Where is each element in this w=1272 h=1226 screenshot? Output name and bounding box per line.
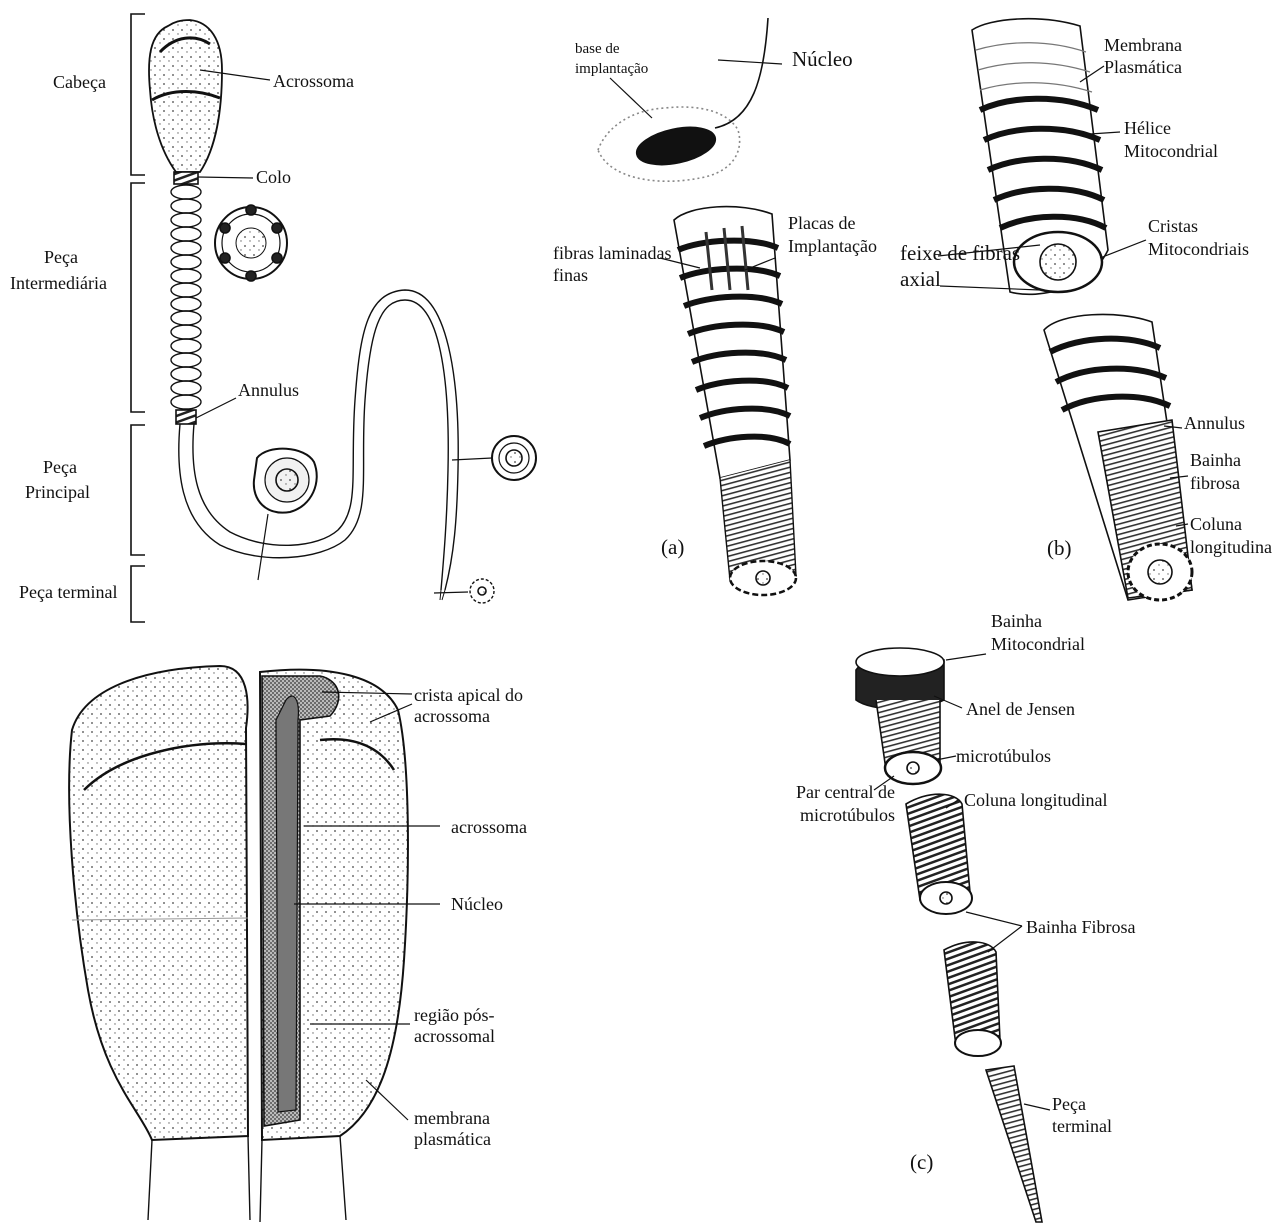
panel-c-mito-label-2: Mitocondrial <box>991 633 1085 655</box>
annulus-label: Annulus <box>238 379 299 401</box>
panel-b-cristae-label-1: Cristas <box>1148 215 1198 237</box>
head-post-label-1: região pós- <box>414 1004 494 1026</box>
region-principal-label-1: Peça <box>40 456 80 478</box>
panel-c-column-label: Coluna longitudinal <box>964 789 1108 811</box>
panel-a-base-label-1: base de <box>575 40 620 59</box>
panel-c-terminal-label-2: terminal <box>1052 1115 1112 1137</box>
acrosome-label: Acrossoma <box>273 70 354 92</box>
neck-label: Colo <box>256 166 291 188</box>
panel-b-drawing <box>938 19 1192 600</box>
panel-c-microtubules-label: microtúbulos <box>956 745 1051 767</box>
region-principal-label-2: Principal <box>25 481 90 503</box>
panel-b-column-label-1: Coluna <box>1190 513 1242 535</box>
region-midpiece-label-2: Intermediária <box>10 272 107 294</box>
panel-c-jensen-label: Anel de Jensen <box>966 698 1075 720</box>
region-midpiece-label-1: Peça <box>41 246 81 268</box>
head-crest-label-2: acrossoma <box>414 705 490 727</box>
panel-b-sheath-label-2: fibrosa <box>1190 472 1240 494</box>
panel-c-pair-label-2: microtúbulos <box>800 804 895 826</box>
panel-b-column-label-2: longitudinal <box>1190 536 1272 558</box>
panel-c-pair-label-1: Par central de <box>796 781 895 803</box>
panel-a-fibers-label-2: finas <box>553 264 588 286</box>
panel-c-drawing <box>856 648 1050 1222</box>
sperm-overview-drawing <box>131 14 536 622</box>
panel-a-nucleus-label: Núcleo <box>792 48 853 70</box>
panel-b-membrane-label-2: Plasmática <box>1104 56 1182 78</box>
panel-b-letter: (b) <box>1047 537 1072 559</box>
panel-b-helix-label-2: Mitocondrial <box>1124 140 1218 162</box>
head-crest-label-1: crista apical do <box>414 684 523 706</box>
panel-b-axial-label-2: axial <box>900 268 941 290</box>
panel-a-letter: (a) <box>661 536 684 558</box>
panel-b-axial-label-1: feixe de fibras <box>900 242 1020 264</box>
head-section-drawing <box>69 666 440 1222</box>
panel-a-base-label-2: implantação <box>575 60 648 79</box>
panel-b-cristae-label-2: Mitocondriais <box>1148 238 1249 260</box>
panel-c-terminal-label-1: Peça <box>1052 1093 1086 1115</box>
panel-b-membrane-label-1: Membrana <box>1104 34 1182 56</box>
panel-a-fibers-label-1: fibras laminadas <box>553 242 671 264</box>
head-acrosome-label: acrossoma <box>451 816 527 838</box>
head-membrane-label-1: membrana <box>414 1107 490 1129</box>
panel-b-helix-label-1: Hélice <box>1124 117 1171 139</box>
panel-b-annulus-label: Annulus <box>1184 412 1245 434</box>
head-post-label-2: acrossomal <box>414 1025 495 1047</box>
head-membrane-label-2: plasmática <box>414 1128 491 1150</box>
panel-b-sheath-label-1: Bainha <box>1190 449 1241 471</box>
panel-a-drawing <box>598 18 796 595</box>
panel-c-sheath-label: Bainha Fibrosa <box>1026 916 1136 938</box>
region-terminal-label: Peça terminal <box>19 581 117 603</box>
head-nucleus-label: Núcleo <box>451 893 503 915</box>
region-head-label: Cabeça <box>53 71 106 93</box>
panel-a-plates-label-2: Implantação <box>788 235 877 257</box>
panel-c-mito-label-1: Bainha <box>991 610 1042 632</box>
panel-a-plates-label-1: Placas de <box>788 212 855 234</box>
panel-c-letter: (c) <box>910 1151 933 1173</box>
